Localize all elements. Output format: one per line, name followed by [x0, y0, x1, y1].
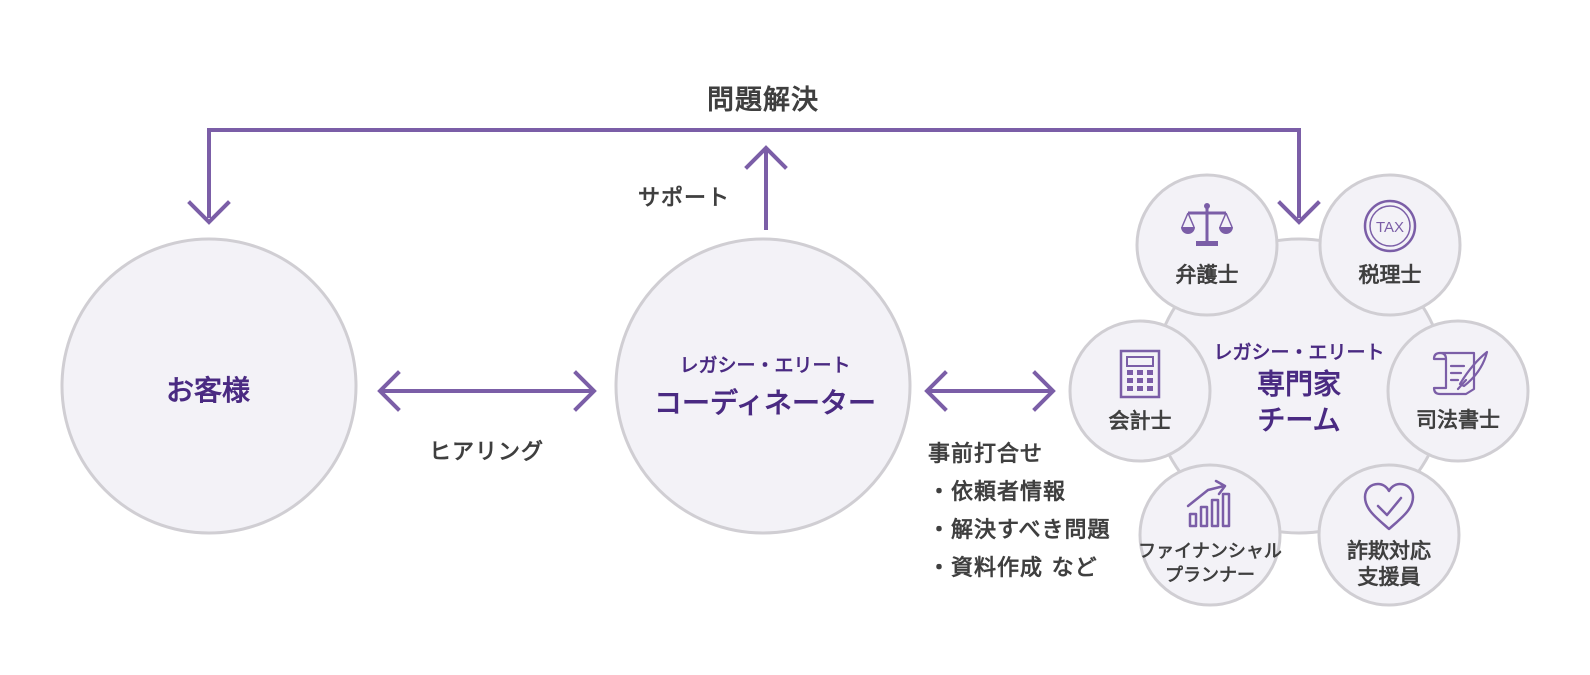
financial-planner-line2: プランナー	[1164, 565, 1255, 586]
judicial-scrivener-circle	[1386, 319, 1530, 463]
fraud-support-line1: 詐欺対応	[1347, 539, 1431, 563]
financial-planner-circle	[1138, 463, 1282, 607]
tax-icon-text: TAX	[1376, 219, 1404, 236]
growth-chart-icon	[1186, 479, 1231, 528]
judicial-scrivener-label: 司法書士	[1416, 408, 1500, 432]
customer-circle	[60, 237, 358, 535]
support-label: サポート	[638, 186, 731, 211]
lawyer-label: 弁護士	[1175, 263, 1239, 287]
scroll-quill-icon	[1432, 350, 1489, 396]
fraud-support-circle	[1317, 463, 1461, 607]
tax-accountant-circle	[1318, 173, 1462, 317]
problem-solving-loop-arrow	[187, 128, 1321, 225]
support-arrow	[744, 145, 788, 230]
pre-meeting-item: ・解決すべき問題	[928, 518, 1111, 543]
pre-meeting-arrow	[924, 370, 1056, 412]
financial-planner-line1: ファイナンシャル	[1138, 541, 1282, 562]
coordinator-label: レガシー・エリート コーディネーター	[654, 351, 876, 422]
team-sub-label: レガシー・エリート	[1213, 341, 1385, 364]
problem-solving-label: 問題解決	[707, 85, 819, 116]
hearing-label: ヒアリング	[429, 440, 545, 465]
tax-accountant-label: 税理士	[1358, 263, 1422, 287]
pre-meeting-notes: 事前打合せ ・依頼者情報 ・解決すべき問題 ・資料作成 など	[928, 436, 1110, 588]
hearing-arrow	[377, 370, 597, 412]
pre-meeting-item: ・資料作成 など	[928, 556, 1098, 581]
heart-check-icon	[1363, 482, 1415, 531]
coordinator-circle	[614, 237, 912, 535]
team-main-line2: チーム	[1257, 403, 1341, 437]
scales-icon	[1181, 203, 1233, 246]
pre-meeting-heading: 事前打合せ	[928, 442, 1044, 467]
financial-planner-label: ファイナンシャル プランナー	[1138, 540, 1282, 588]
tax-icon	[1363, 199, 1417, 253]
team-main-line1: 専門家	[1256, 367, 1342, 401]
accountant-label: 会計士	[1108, 409, 1172, 433]
fraud-support-label: 詐欺対応 支援員	[1347, 538, 1431, 590]
customer-label: お客様	[165, 374, 251, 407]
calculator-icon	[1119, 349, 1161, 399]
coordinator-main-label: コーディネーター	[653, 386, 877, 420]
team-label: レガシー・エリート 専門家 チーム	[1213, 338, 1384, 439]
fraud-support-line2: 支援員	[1357, 565, 1421, 589]
coordinator-sub-label: レガシー・エリート	[679, 354, 851, 377]
pre-meeting-item: ・依頼者情報	[928, 480, 1067, 505]
